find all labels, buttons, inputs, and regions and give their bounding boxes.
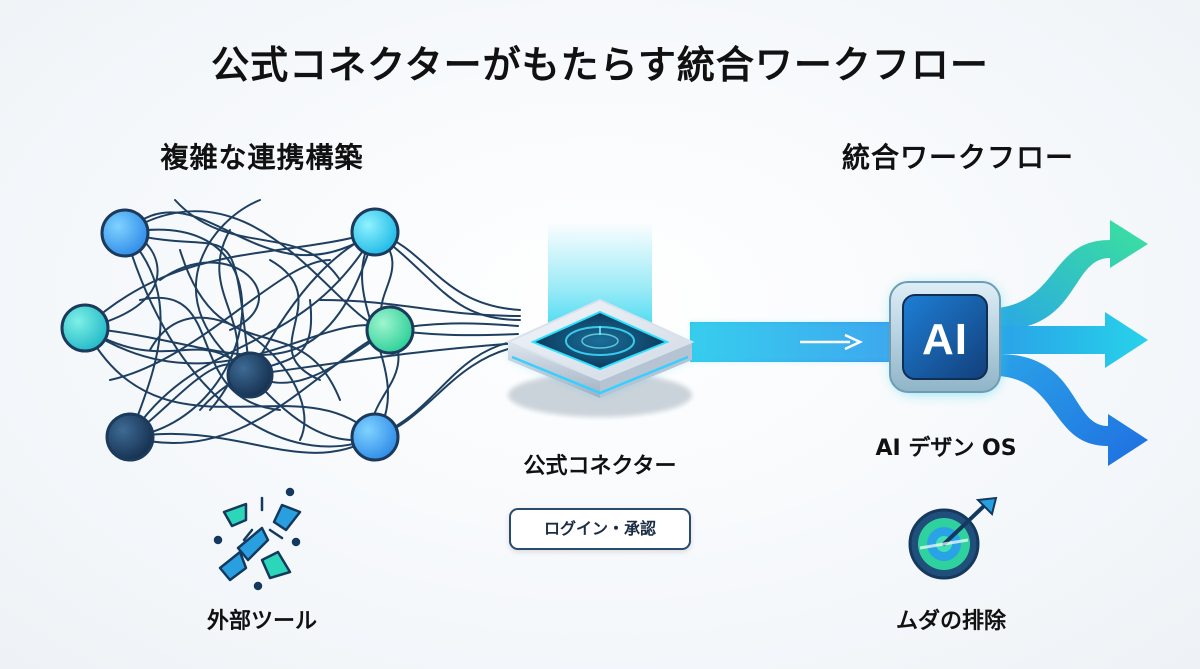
broken-connection-icon	[213, 487, 302, 591]
waste-elimination-label: ムダの排除	[895, 609, 1007, 634]
external-tools-label: 外部ツール	[206, 609, 318, 634]
ai-os-label: AI デザン OS	[875, 436, 1017, 461]
left-section-heading: 複雑な連携構築	[160, 141, 364, 174]
tangled-connections	[84, 199, 521, 454]
ai-os-box	[889, 281, 1001, 394]
connector-label: 公式コネクター	[523, 454, 677, 479]
output-arrow-middle	[998, 312, 1148, 368]
output-arrows	[998, 220, 1148, 466]
connector-device	[505, 222, 695, 417]
ai-box-text: AI	[922, 315, 968, 364]
login-approval-badge: ログイン・承認	[509, 508, 691, 550]
flow-arrow-icon	[844, 333, 863, 351]
network-node	[105, 412, 155, 462]
network-node	[350, 207, 400, 257]
network-node	[60, 303, 110, 353]
right-section-heading: 統合ワークフロー	[841, 141, 1075, 174]
connector-screen	[530, 310, 670, 371]
network-node	[226, 351, 274, 399]
network-node	[100, 208, 150, 258]
page-title: 公式コネクターがもたらす統合ワークフロー	[211, 43, 989, 87]
network-node	[350, 412, 400, 462]
output-arrow-top	[998, 220, 1148, 330]
target-arrow-icon	[908, 496, 998, 580]
output-arrow-bottom	[998, 354, 1148, 466]
integrated-flow-band	[690, 322, 890, 362]
network-node	[365, 305, 415, 355]
network-nodes	[60, 207, 415, 462]
